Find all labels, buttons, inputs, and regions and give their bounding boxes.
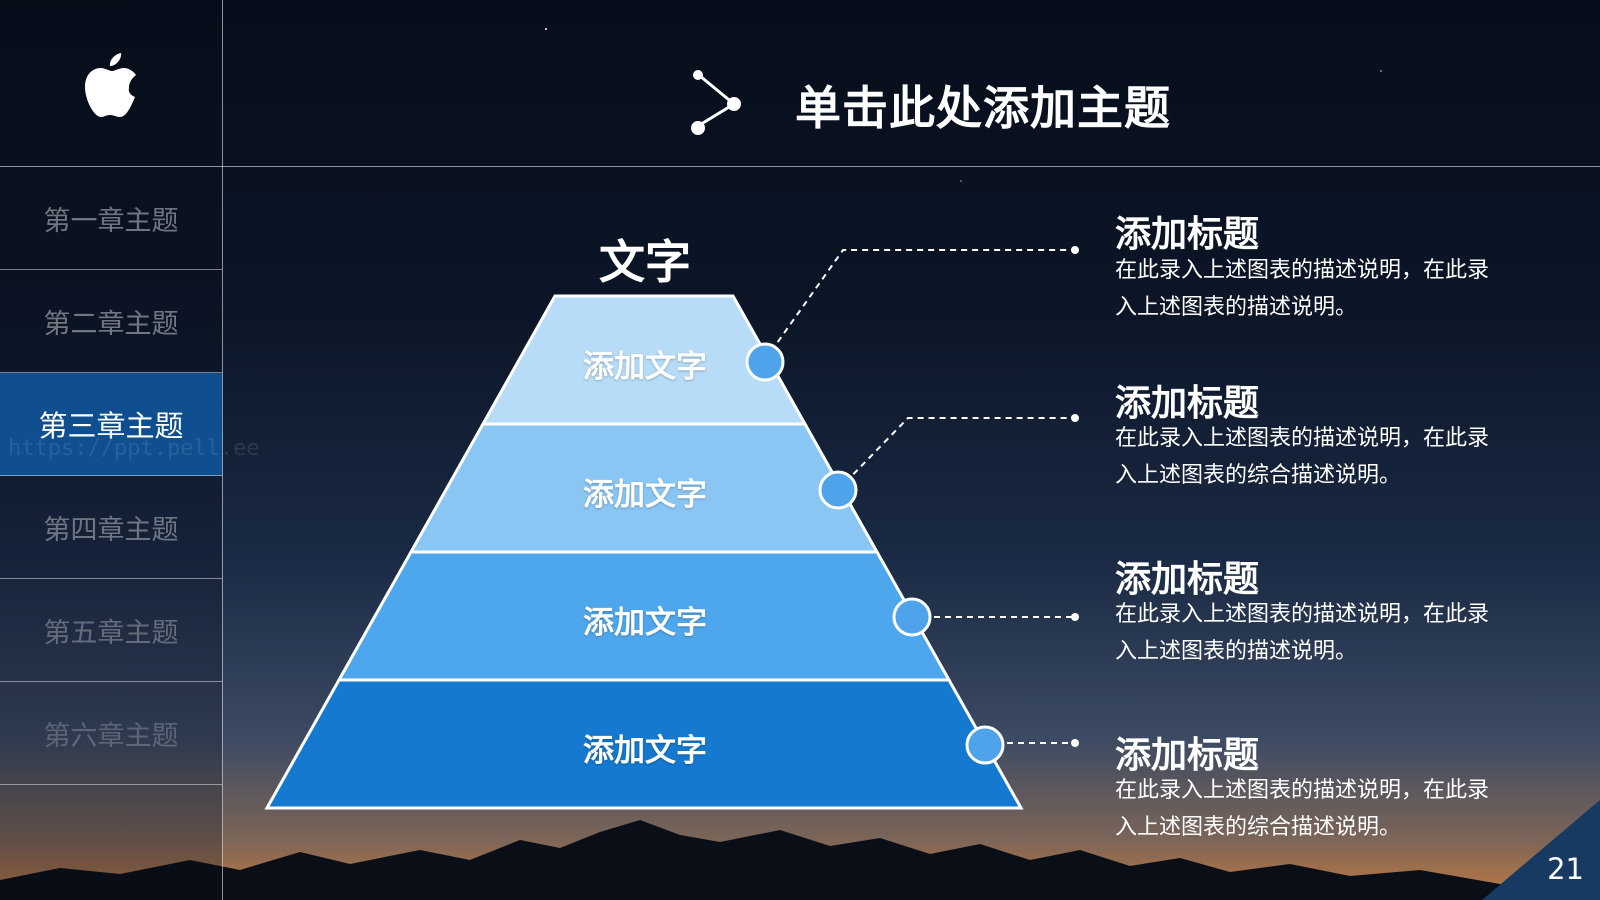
callout-title-3: 添加标题	[1115, 550, 1259, 602]
connector-line-2	[838, 418, 1075, 490]
callout-desc-3: 在此录入上述图表的描述说明，在此录入上述图表的描述说明。	[1115, 596, 1495, 670]
connector-end-dot	[1071, 246, 1079, 254]
callout-title-2: 添加标题	[1115, 374, 1259, 426]
callout-title-1: 添加标题	[1115, 205, 1259, 257]
tier-label-4: 添加文字	[525, 725, 765, 770]
tier-label-2: 添加文字	[525, 469, 765, 514]
tier-label-1: 添加文字	[525, 341, 765, 386]
connector-end-dot	[1071, 739, 1079, 747]
callout-desc-2: 在此录入上述图表的描述说明，在此录入上述图表的综合描述说明。	[1115, 420, 1495, 494]
tier-dot-3	[894, 599, 930, 635]
pyramid-top-label: 文字	[560, 226, 730, 292]
callout-desc-1: 在此录入上述图表的描述说明，在此录入上述图表的描述说明。	[1115, 252, 1495, 326]
callout-title-4: 添加标题	[1115, 726, 1259, 778]
connector-end-dot	[1071, 613, 1079, 621]
tier-dot-4	[967, 727, 1003, 763]
connector-line-1	[765, 250, 1075, 360]
tier-dot-2	[820, 472, 856, 508]
tier-label-3: 添加文字	[525, 597, 765, 642]
page-number: 21	[1547, 852, 1584, 886]
connector-end-dot	[1071, 414, 1079, 422]
callout-desc-4: 在此录入上述图表的描述说明，在此录入上述图表的综合描述说明。	[1115, 772, 1495, 846]
